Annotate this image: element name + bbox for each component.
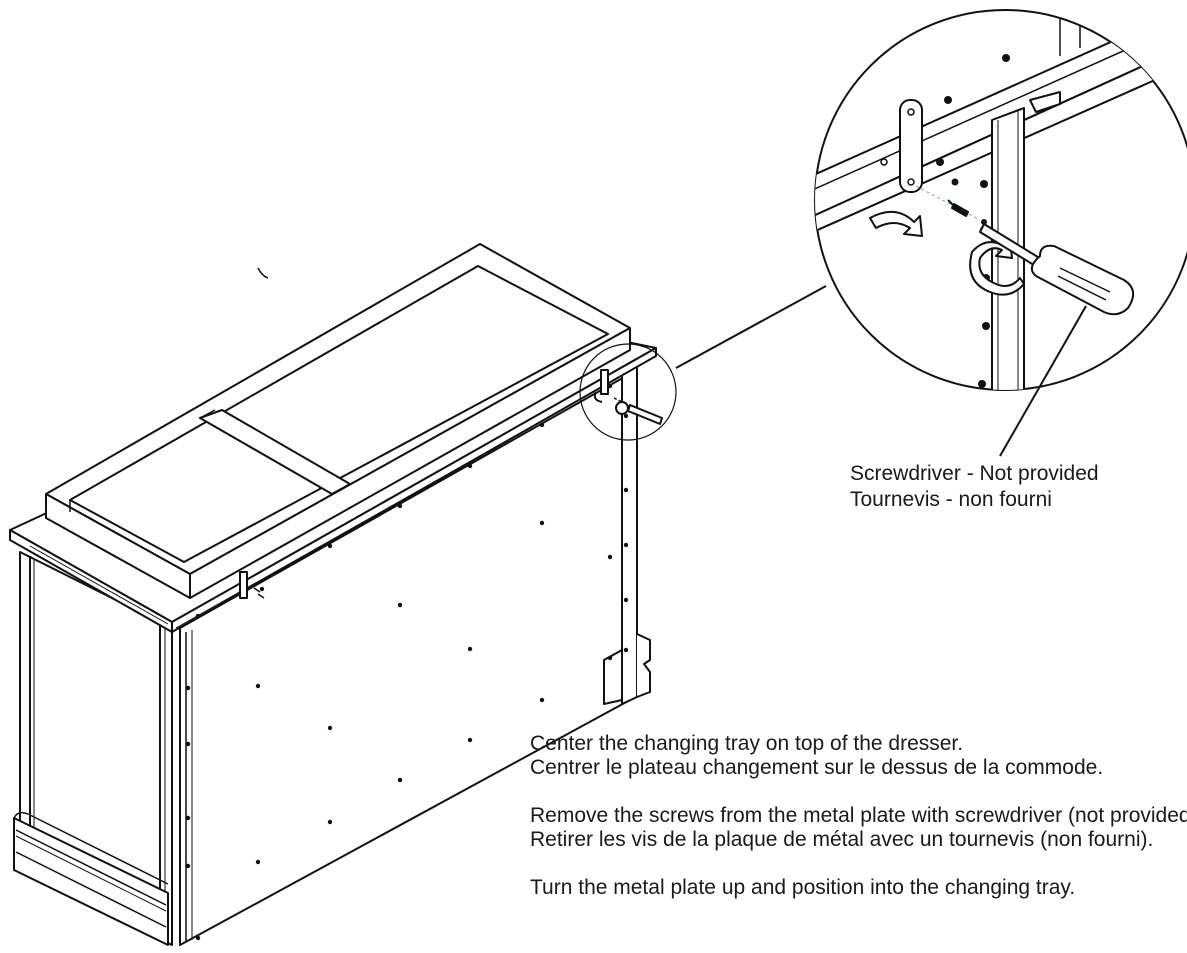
changing-tray (45, 243, 663, 599)
instruction-2-en: Remove the screws from the metal plate w… (530, 804, 1187, 827)
instruction-3-en: Turn the metal plate up and position int… (530, 876, 1076, 899)
dresser-base-moulding (13, 817, 169, 946)
instruction-1-en: Center the changing tray on top of the d… (530, 732, 964, 755)
tray-inner-floor (69, 265, 609, 563)
rotate-arrow-icon (869, 211, 923, 237)
tray-divider (199, 409, 351, 495)
instruction-1-fr: Centrer le plateau changement sur le des… (530, 756, 1104, 779)
screwdriver-label-en: Screwdriver - Not provided (850, 462, 1099, 485)
detail-source-circle (579, 343, 677, 441)
instructions: Center the changing tray on top of the d… (530, 732, 1187, 900)
instruction-2-fr: Retirer les vis de la plaque de métal av… (530, 828, 1154, 851)
callout-leader-line (999, 305, 1087, 457)
screwdriver-detail (979, 223, 1135, 316)
screwdriver-label-fr: Tournevis - non fourni (850, 488, 1052, 511)
detail-leader-line (675, 285, 827, 369)
detail-view (814, 9, 1187, 391)
metal-plate-right (600, 369, 609, 395)
metal-plate-detail (899, 99, 923, 193)
metal-plate-left (239, 571, 248, 599)
screwdriver-small (615, 401, 663, 425)
